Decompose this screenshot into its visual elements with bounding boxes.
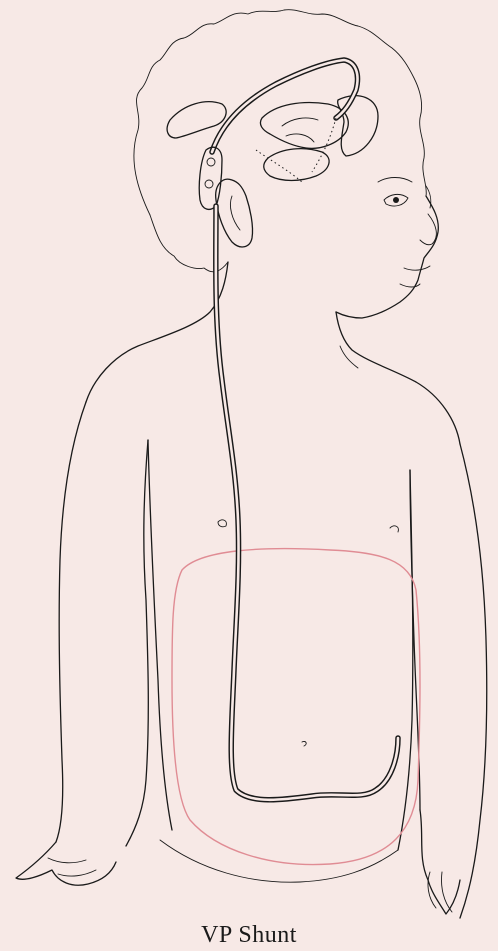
right-hand	[420, 810, 460, 914]
left-nipple	[218, 520, 226, 527]
neck-right	[336, 312, 460, 444]
ventricle-lower	[264, 149, 329, 181]
right-arm-outer	[460, 444, 487, 918]
chin	[400, 284, 420, 287]
shunt-valve	[199, 147, 222, 209]
catheter-tip-dotted	[312, 118, 336, 172]
valve-dome-lower	[205, 180, 213, 188]
left-arm-outer	[56, 402, 86, 842]
navel	[302, 741, 306, 746]
ventricle-inner	[282, 118, 318, 126]
peritoneal-cavity-outline	[172, 549, 420, 865]
right-nipple	[390, 526, 398, 532]
ventricle-right	[338, 96, 378, 156]
lateral-ventricle	[167, 102, 226, 138]
ear-inner	[230, 196, 240, 230]
third-ventricle	[286, 134, 314, 142]
ventricle-upper	[260, 103, 348, 149]
face-outline	[336, 196, 438, 318]
torso-right	[398, 470, 413, 850]
pupil	[393, 197, 399, 203]
collarbone	[340, 346, 358, 368]
catheter-tip-dotted-2	[256, 150, 302, 182]
eyebrow	[378, 178, 412, 183]
mouth	[404, 266, 430, 270]
neck-left	[86, 262, 228, 402]
distal-catheter-lumen	[216, 206, 398, 800]
valve-dome-upper	[207, 158, 215, 166]
distal-catheter	[216, 206, 398, 800]
left-fingers	[48, 858, 96, 876]
nose	[420, 214, 436, 245]
right-fingers	[428, 872, 452, 912]
left-arm-inner	[126, 440, 148, 846]
figure-caption: VP Shunt	[0, 922, 498, 949]
waistband	[160, 840, 398, 882]
left-hand	[16, 842, 116, 885]
ear	[216, 179, 253, 247]
torso-left	[148, 440, 172, 830]
